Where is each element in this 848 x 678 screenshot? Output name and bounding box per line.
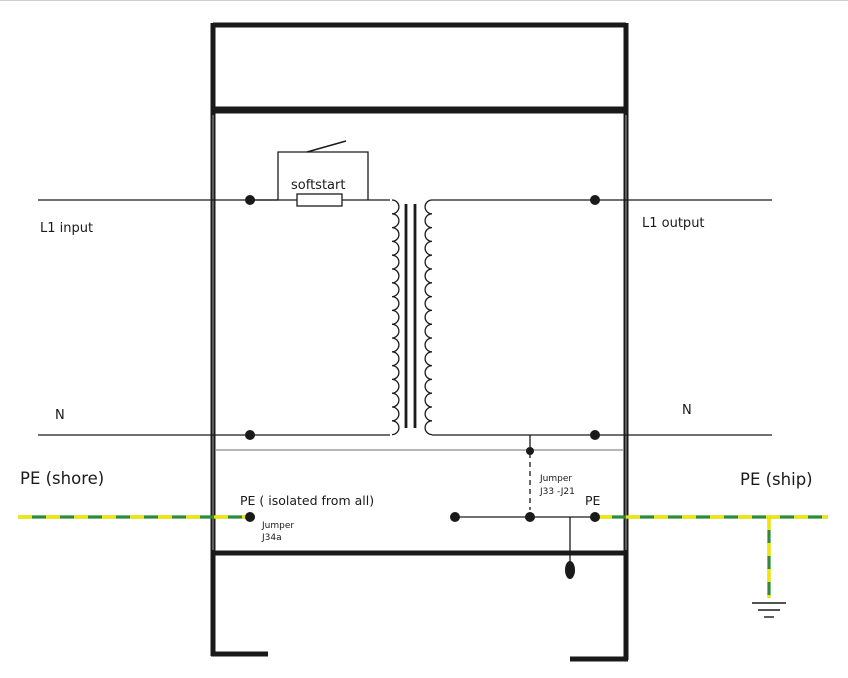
terminal-l1-output: [590, 195, 600, 205]
jumper-j34a-label-line2: J34a: [261, 533, 282, 543]
pe-ship-label: PE (ship): [740, 470, 813, 489]
terminal-jumper-bottom: [525, 512, 535, 522]
chassis-ground-lug-icon: [565, 561, 575, 579]
terminal-pe-bus-left: [450, 512, 460, 522]
top-border: [0, 0, 848, 1]
pe-shore-label: PE (shore): [20, 469, 104, 488]
n-output-label: N: [682, 403, 692, 418]
l1-input-label: L1 input: [40, 221, 93, 236]
jumper-j33-label-line1: Jumper: [539, 474, 572, 484]
transformer-icon: [391, 199, 433, 436]
terminal-pe-isolated: [245, 512, 255, 522]
bypass-switch-icon: [306, 140, 347, 153]
softstart-bypass-wire: [250, 151, 369, 201]
connection-terminals: [245, 195, 600, 522]
terminal-pe-ship: [590, 512, 600, 522]
l1-output-label: L1 output: [642, 216, 705, 231]
output-wiring: [432, 199, 772, 568]
partition-lines: [212, 115, 627, 550]
enclosure: [210, 22, 629, 662]
jumper-j34a-label-line1: Jumper: [261, 521, 294, 531]
ground-symbol-icon: [752, 602, 786, 618]
pe-terminal-label: PE: [585, 493, 601, 508]
pe-isolated-label: PE ( isolated from all): [240, 493, 374, 508]
terminal-n-output: [590, 430, 600, 440]
secondary-coil: [424, 199, 433, 436]
earth-conductors: [18, 515, 828, 598]
terminal-n-input: [245, 430, 255, 440]
softstart-label: softstart: [291, 178, 345, 193]
terminal-l1-input: [245, 195, 255, 205]
n-input-label: N: [55, 408, 65, 423]
terminal-jumper-top: [526, 447, 534, 455]
softstart-resistor-icon: [296, 193, 343, 207]
jumper-j33-label-line2: J33 -J21: [539, 487, 575, 497]
primary-coil: [391, 199, 400, 436]
